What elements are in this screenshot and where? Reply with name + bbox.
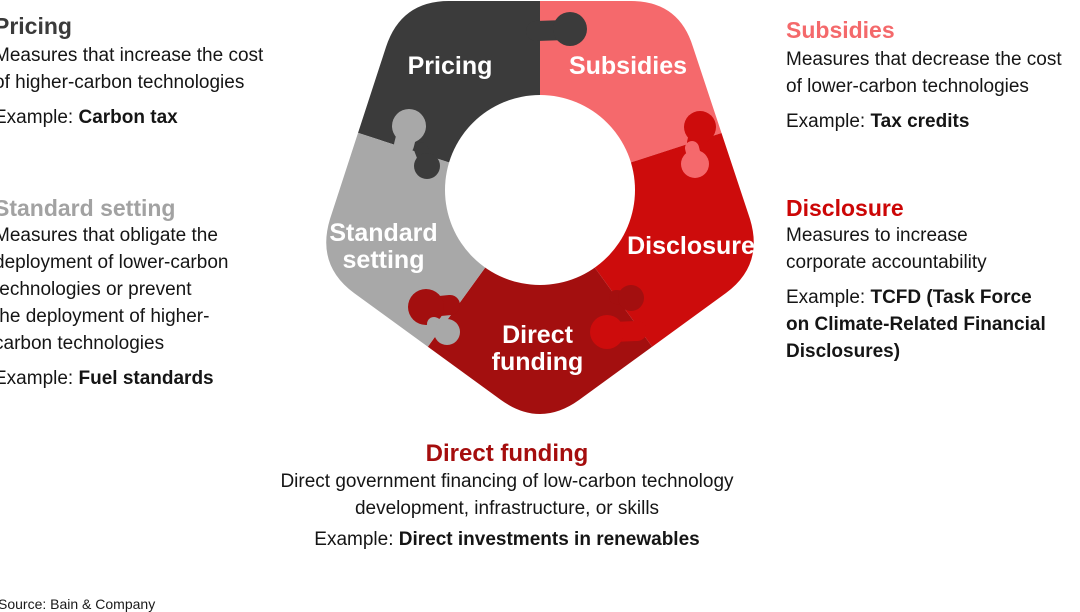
annotation-disclosure-example: Example: TCFD (Task Force <box>786 284 1080 311</box>
annotation-standard-example: Example: Fuel standards <box>0 365 314 392</box>
knob-direct-standard <box>408 289 460 345</box>
knob-standard-pricing <box>392 109 440 179</box>
example-label: Example: <box>786 287 871 308</box>
annotation-standard-setting: Standard setting Measures that obligate … <box>0 194 314 392</box>
source-note: Source: Bain & Company <box>0 596 156 612</box>
puzzle-label-pricing: Pricing <box>407 52 493 80</box>
annotation-direct-body-line: development, infrastructure, or skills <box>354 498 660 519</box>
knob-disclosure-direct <box>590 285 647 349</box>
example-value: Tax credits <box>870 111 970 132</box>
puzzle-label-subsidies: Subsidies <box>568 52 688 80</box>
annotation-pricing-body-line: of higher-carbon technologies <box>0 72 245 93</box>
knob-pricing-subsidies <box>526 12 587 46</box>
annotation-direct-example: Example: Direct investments in renewable… <box>107 526 907 553</box>
example-label: Example: <box>786 111 871 132</box>
annotation-standard-title: Standard setting <box>0 195 176 221</box>
example-label: Example: <box>0 107 79 128</box>
annotation-subsidies-body-line: of lower-carbon technologies <box>786 76 1029 97</box>
annotation-pricing-title: Pricing <box>0 13 72 39</box>
annotation-disclosure: Disclosure Measures to increase corporat… <box>786 194 1080 365</box>
example-value: TCFD (Task Force <box>870 287 1032 308</box>
annotation-direct-body-line: Direct government financing of low-carbo… <box>280 471 734 492</box>
puzzle-piece-disclosure <box>540 74 754 414</box>
puzzle-label-standard-setting: Standard setting <box>296 220 471 274</box>
annotation-standard-body-line: the deployment of higher- <box>0 306 210 327</box>
annotation-standard-body-line: technologies or prevent <box>0 279 192 300</box>
annotation-direct-funding: Direct funding Direct government financi… <box>107 440 907 553</box>
annotation-pricing-example: Example: Carbon tax <box>0 104 314 131</box>
puzzle-center-hole <box>445 95 635 285</box>
annotation-subsidies-title: Subsidies <box>786 17 895 43</box>
example-value: Fuel standards <box>78 368 214 389</box>
knob-disclosure-subsidies <box>681 111 716 178</box>
example-label: Example: <box>0 368 79 389</box>
puzzle-label-standard-line2: setting <box>342 246 425 274</box>
annotation-standard-body-line: deployment of lower-carbon <box>0 252 229 273</box>
puzzle-label-disclosure: Disclosure <box>627 232 755 260</box>
annotation-pricing-body-line: Measures that increase the cost <box>0 45 264 66</box>
annotation-subsidies-example: Example: Tax credits <box>786 108 1080 135</box>
puzzle-label-standard-line1: Standard <box>329 219 438 247</box>
example-value: Carbon tax <box>78 107 178 128</box>
example-value: Direct investments in renewables <box>398 529 700 550</box>
puzzle-piece-subsidies <box>540 1 754 192</box>
annotation-disclosure-example-line: Disclosures) <box>786 341 901 362</box>
puzzle-label-direct-line2: funding <box>491 348 584 376</box>
annotation-subsidies-body-line: Measures that decrease the cost <box>786 49 1062 70</box>
annotation-disclosure-title: Disclosure <box>786 195 904 221</box>
annotation-standard-body-line: carbon technologies <box>0 333 165 354</box>
puzzle-piece-standard-setting <box>326 74 540 414</box>
annotation-direct-title: Direct funding <box>425 440 589 467</box>
annotation-subsidies: Subsidies Measures that decrease the cos… <box>786 16 1080 135</box>
example-label: Example: <box>314 529 399 550</box>
annotation-disclosure-body-line: corporate accountability <box>786 252 987 273</box>
annotation-pricing: Pricing Measures that increase the cost … <box>0 12 314 131</box>
annotation-disclosure-body-line: Measures to increase <box>786 225 968 246</box>
puzzle-piece-pricing <box>326 1 540 192</box>
puzzle-label-direct-line1: Direct <box>502 321 573 349</box>
annotation-disclosure-example-line: on Climate-Related Financial <box>786 314 1046 335</box>
annotation-standard-body-line: Measures that obligate the <box>0 225 218 246</box>
puzzle-label-direct-funding: Direct funding <box>450 322 625 376</box>
